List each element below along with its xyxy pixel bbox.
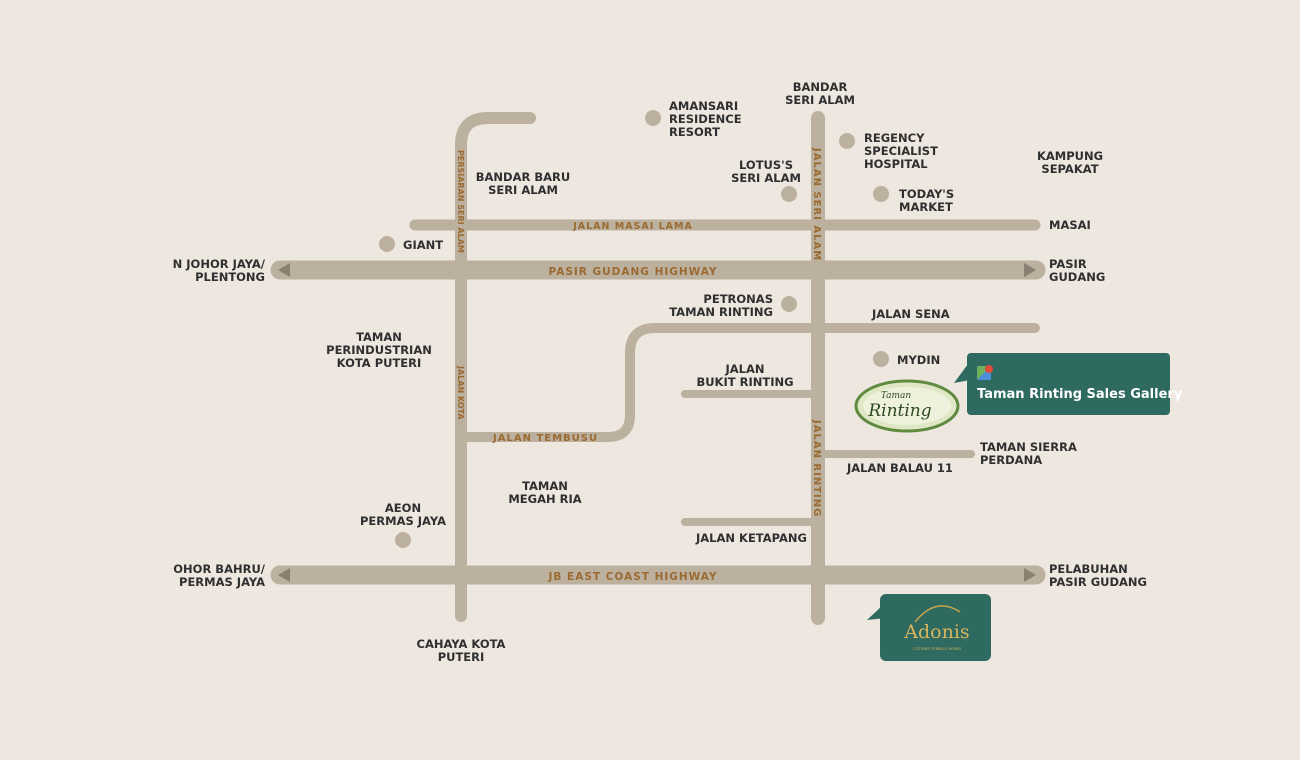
jalan-sena-road <box>456 323 1040 442</box>
adonis-callout[interactable]: Adonis 2-STOREY TERRACE HOMES <box>867 594 991 661</box>
road-label-persiaran-seri-alam: PERSIARAN SERI ALAM <box>456 150 465 253</box>
road-label-jalan-masai-lama: JALAN MASAI LAMA <box>572 221 693 232</box>
road-label-pasir-gudang-highway: PASIR GUDANG HIGHWAY <box>548 266 717 278</box>
arrow-right-icon <box>1024 263 1036 277</box>
poi-dot-petronas <box>781 296 797 312</box>
label-masai: MASAI <box>1049 218 1091 232</box>
poi-markers <box>379 110 889 548</box>
poi-dot-mydin <box>873 351 889 367</box>
sales-gallery-callout[interactable]: Taman Rinting Sales Gallery <box>954 353 1183 415</box>
svg-text:Taman: Taman <box>881 391 912 401</box>
taman-rinting-logo: Taman Rinting <box>854 379 960 433</box>
poi-dot-lotus <box>781 186 797 202</box>
sales-gallery-label: Taman Rinting Sales Gallery <box>977 387 1183 402</box>
label-jalan-ketapang: JALAN KETAPANG <box>695 531 807 545</box>
poi-dot-amansari <box>645 110 661 126</box>
wheat-icon <box>914 605 961 623</box>
svg-text:Rinting: Rinting <box>867 401 931 421</box>
arrow-right-icon <box>1024 568 1036 582</box>
label-jalan-balau-11: JALAN BALAU 11 <box>846 461 953 475</box>
label-giant: GIANT <box>403 238 443 252</box>
road-label-jalan-rinting: JALAN RINTING <box>811 419 822 517</box>
poi-dot-giant <box>379 236 395 252</box>
road-label-jalan-kota: JALAN KOTA <box>456 365 465 420</box>
adonis-tagline: 2-STOREY TERRACE HOMES <box>913 647 962 651</box>
arrow-left-icon <box>278 568 290 582</box>
poi-dot-regency <box>839 133 855 149</box>
label-johor-jaya: N JOHOR JAYA/PLENTONG <box>173 257 266 284</box>
poi-dot-aeon <box>395 532 411 548</box>
arrow-left-icon <box>278 263 290 277</box>
map-pin-icon <box>977 365 993 380</box>
road-label-jalan-tembusu: JALAN TEMBUSU <box>492 433 598 444</box>
road-label-jalan-seri-alam: JALAN SERI ALAM <box>811 147 822 261</box>
roads <box>270 111 1046 625</box>
persiaran-seri-alam-road <box>455 112 536 622</box>
road-label-jb-east-coast-highway: JB EAST COAST HIGHWAY <box>547 571 717 583</box>
label-mydin: MYDIN <box>897 353 940 367</box>
label-johor-bahru: OHOR BAHRU/PERMAS JAYA <box>173 562 266 589</box>
adonis-logo-text: Adonis <box>903 621 969 643</box>
poi-dot-todays-market <box>873 186 889 202</box>
label-jalan-sena: JALAN SENA <box>871 307 950 321</box>
